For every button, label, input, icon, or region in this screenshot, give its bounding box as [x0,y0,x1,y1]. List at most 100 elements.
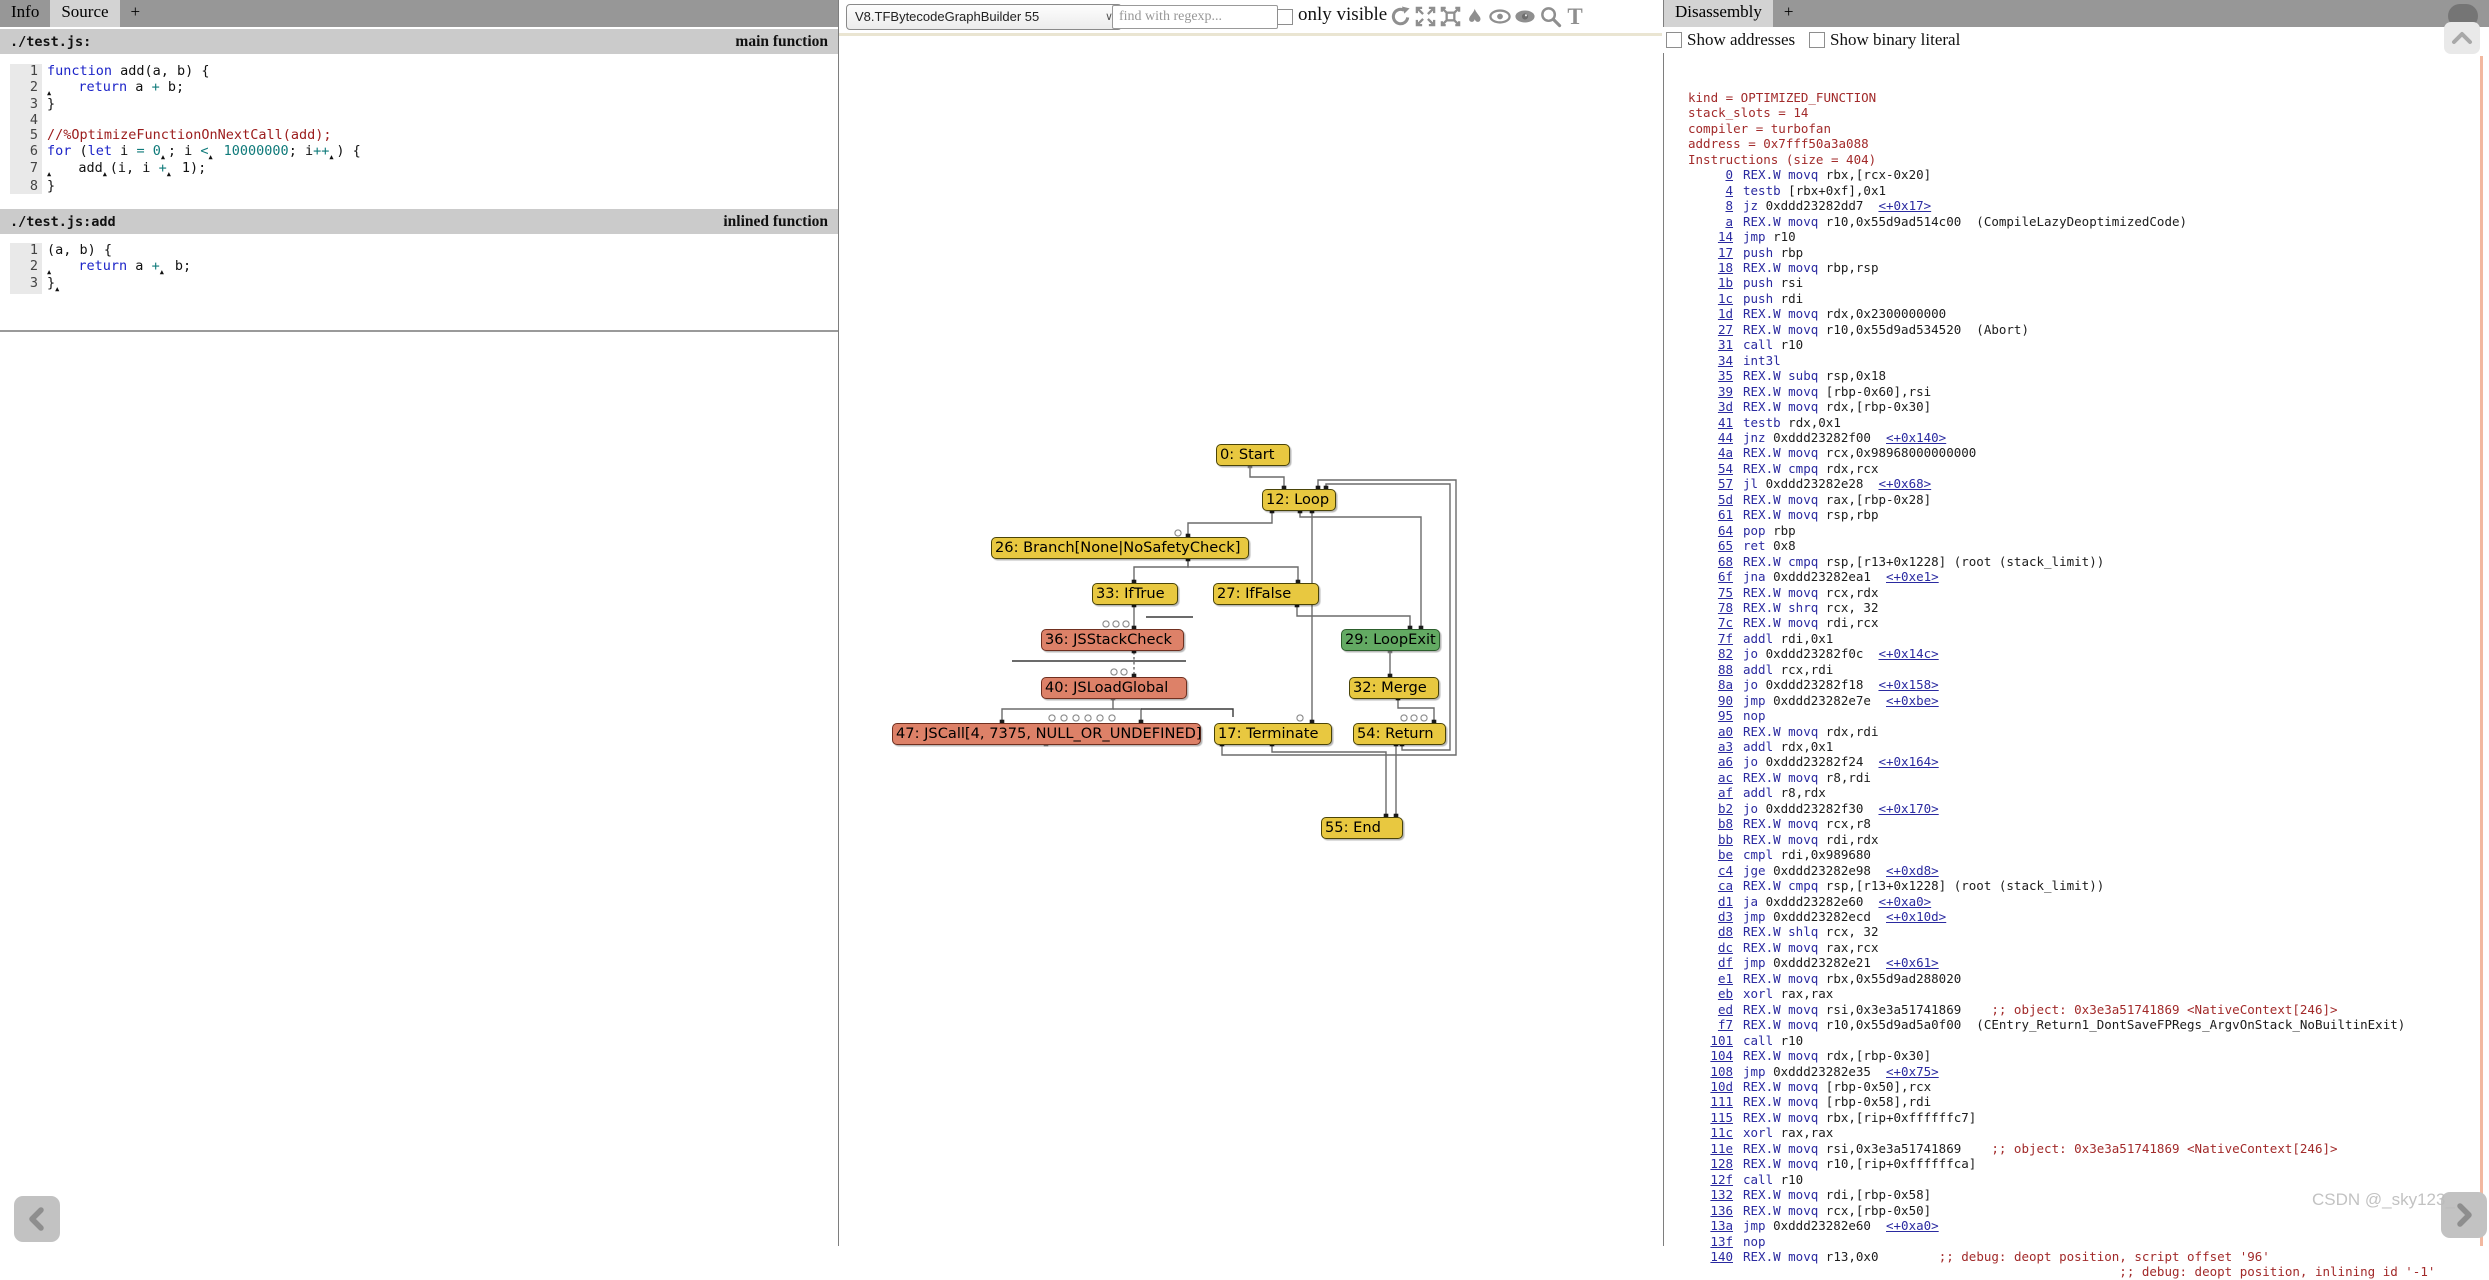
offset-link[interactable]: c4 [1717,862,1733,878]
offset-link[interactable]: 13a [1710,1218,1733,1234]
offset-link[interactable]: 0 [1725,167,1733,183]
offset-link[interactable]: 41 [1717,414,1733,430]
source-line[interactable]: 2▲ return a + b; [10,79,361,97]
offset-link[interactable]: 8a [1717,677,1733,693]
offset-link[interactable]: 13f [1710,1233,1733,1249]
layout-graph-icon[interactable] [1388,3,1412,30]
jump-target-link[interactable]: <+0xd8> [1886,862,1939,878]
graph-node-55[interactable]: 55: End [1321,817,1403,839]
offset-link[interactable]: b2 [1717,800,1733,816]
graph-node-36[interactable]: 36: JSStackCheck [1041,629,1184,651]
graph-node-0[interactable]: 0: Start [1216,444,1290,466]
line-number[interactable]: 3 [10,275,42,294]
offset-link[interactable]: dc [1717,939,1733,955]
source-line[interactable]: 3}▲ [10,275,191,294]
tab-disassembly[interactable]: Disassembly [1664,0,1773,27]
line-number[interactable]: 8 [10,178,42,194]
line-number[interactable]: 2 [10,79,42,97]
offset-link[interactable]: 65 [1717,538,1733,554]
offset-link[interactable]: 111 [1710,1094,1733,1110]
tab-[interactable]: + [1783,2,1794,21]
graph-node-32[interactable]: 32: Merge [1349,677,1439,699]
offset-link[interactable]: 44 [1717,429,1733,445]
offset-link[interactable]: 4a [1717,445,1733,461]
offset-link[interactable]: 57 [1717,476,1733,492]
zoom-to-selection-icon[interactable] [1538,3,1562,30]
offset-link[interactable]: 101 [1710,1032,1733,1048]
line-number[interactable]: 1 [10,242,42,259]
offset-link[interactable]: 8 [1725,198,1733,214]
jump-target-link[interactable]: <+0xe1> [1886,569,1939,585]
offset-link[interactable]: 5d [1717,491,1733,507]
disassembly-scrollbar[interactable] [2480,56,2483,1246]
offset-link[interactable]: 90 [1717,692,1733,708]
graph-node-26[interactable]: 26: Branch[None|NoSafetyCheck] [991,537,1249,559]
tab-source[interactable]: Source [50,0,120,27]
offset-link[interactable]: a0 [1717,723,1733,739]
line-number[interactable]: 4 [10,112,42,128]
show-hovered-icon[interactable] [1488,3,1512,30]
graph-node-29[interactable]: 29: LoopExit [1341,629,1440,651]
only-visible-checkbox[interactable] [1277,9,1293,25]
offset-link[interactable]: eb [1717,986,1733,1002]
offset-link[interactable]: 68 [1717,553,1733,569]
offset-link[interactable]: 14 [1717,229,1733,245]
offset-link[interactable]: 61 [1717,507,1733,523]
offset-link[interactable]: bb [1717,831,1733,847]
offset-link[interactable]: 1b [1717,275,1733,291]
offset-link[interactable]: ac [1717,769,1733,785]
source-line[interactable]: 8} [10,178,361,194]
offset-link[interactable]: af [1717,785,1733,801]
offset-link[interactable]: 136 [1710,1202,1733,1218]
collapse-panel-button[interactable] [2444,22,2480,54]
offset-link[interactable]: 17 [1717,244,1733,260]
offset-link[interactable]: 11c [1710,1125,1733,1141]
show-control-nodes-icon[interactable] [1438,3,1462,30]
jump-target-link[interactable]: <+0x14c> [1878,646,1939,662]
offset-link[interactable]: 34 [1717,352,1733,368]
offset-link[interactable]: df [1717,955,1733,971]
offset-link[interactable]: 140 [1710,1248,1733,1264]
tab-info[interactable]: Info [11,2,40,21]
offset-link[interactable]: f7 [1717,1017,1733,1033]
jump-target-link[interactable]: <+0xa0> [1886,1218,1939,1234]
offset-link[interactable]: 7f [1717,630,1733,646]
hide-disassembly-panel-button[interactable] [2441,1192,2487,1238]
jump-target-link[interactable]: <+0x10d> [1886,909,1947,925]
phase-select[interactable]: V8.TFBytecodeGraphBuilder 55 ∨ [846,4,1122,30]
offset-link[interactable]: 39 [1717,383,1733,399]
offset-link[interactable]: e1 [1717,970,1733,986]
offset-link[interactable]: b8 [1717,816,1733,832]
offset-link[interactable]: 1c [1717,290,1733,306]
source-line[interactable]: 2▲ return a +▲ b; [10,258,191,276]
jump-target-link[interactable]: <+0x140> [1886,429,1947,445]
hide-source-panel-button[interactable] [14,1196,60,1242]
hide-unselected-icon[interactable] [1513,3,1537,30]
graph-node-17[interactable]: 17: Terminate [1214,723,1332,745]
source-line[interactable]: 3} [10,96,361,113]
graph-node-33[interactable]: 33: IfTrue [1092,583,1178,605]
offset-link[interactable]: 11e [1710,1140,1733,1156]
jump-target-link[interactable]: <+0x158> [1878,677,1939,693]
source-line[interactable]: 5//%OptimizeFunctionOnNextCall(add); [10,127,361,144]
offset-link[interactable]: 35 [1717,368,1733,384]
show-binary-checkbox[interactable] [1809,32,1825,48]
offset-link[interactable]: 18 [1717,259,1733,275]
offset-link[interactable]: a [1725,213,1733,229]
offset-link[interactable]: 10d [1710,1079,1733,1094]
offset-link[interactable]: 88 [1717,661,1733,677]
offset-link[interactable]: d3 [1717,909,1733,925]
jump-target-link[interactable]: <+0x170> [1878,800,1939,816]
toggle-hide-dead-icon[interactable]: ♥ [1463,3,1487,30]
graph-node-47[interactable]: 47: JSCall[4, 7375, NULL_OR_UNDEFINED] [892,723,1202,745]
source-line[interactable]: 4 [10,112,361,128]
source-line[interactable]: 7▲ add▲(i, i +▲ 1); [10,160,361,179]
line-number[interactable]: 1 [10,63,42,80]
show-all-nodes-icon[interactable] [1413,3,1437,30]
offset-link[interactable]: ed [1717,1001,1733,1017]
offset-link[interactable]: d1 [1717,893,1733,909]
source-line[interactable]: 1(a, b) { [10,242,191,259]
offset-link[interactable]: 95 [1717,708,1733,724]
line-number[interactable]: 3 [10,96,42,113]
